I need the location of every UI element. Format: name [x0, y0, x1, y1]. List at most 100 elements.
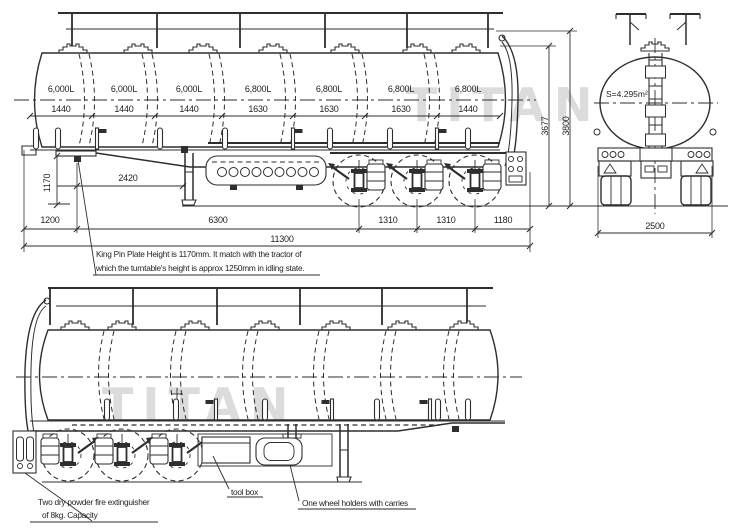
kingpin — [452, 426, 459, 432]
axle-3 — [149, 428, 208, 482]
rear-width-dim: 2500 — [594, 166, 716, 238]
dim-overall-height: 3800 — [561, 116, 571, 135]
handrail — [48, 287, 493, 325]
manhole-icon — [250, 320, 280, 331]
manhole-icon — [60, 320, 90, 331]
rear-splash-guard — [498, 34, 527, 186]
side-view: 6,000L 6,000L 6,000L 6,800L 6,800L 6,800… — [14, 12, 728, 276]
manhole-icon — [451, 43, 481, 54]
watermarks: TITAN TITAN — [102, 78, 601, 432]
dim-overall-width: 2500 — [645, 221, 664, 231]
extinguisher-note-line1: Two dry powder fire extinguisher — [38, 497, 150, 507]
compartment-capacity: 6,800L — [388, 84, 415, 94]
compartment-width: 1440 — [458, 104, 477, 114]
axle-1 — [40, 428, 99, 482]
compartment-labels: 6,000L 6,000L 6,000L 6,800L 6,800L 6,800… — [48, 84, 482, 114]
compartment-width: 1440 — [114, 104, 133, 114]
compartment-width: 1440 — [51, 104, 70, 114]
axle-1 — [328, 154, 386, 208]
air-bag — [424, 159, 444, 191]
compartment-capacity: 6,000L — [48, 84, 75, 94]
dim-kingpin-to-axle: 6300 — [208, 215, 227, 225]
axle-2 — [94, 428, 153, 482]
wheel-hub — [466, 159, 484, 193]
side-hose-box — [205, 155, 327, 190]
compartment-dividers — [78, 53, 440, 147]
toolbox-label: tool box — [231, 487, 259, 497]
landing-gear — [181, 146, 197, 206]
manhole-icon — [180, 320, 210, 331]
air-bag — [366, 159, 386, 191]
annotations: Two dry powder fire extinguisher of 8kg.… — [24, 455, 416, 523]
manhole-icon — [58, 43, 88, 54]
rear-suspension — [597, 147, 714, 206]
compartment-width: 1440 — [179, 104, 198, 114]
axle-group — [40, 428, 208, 482]
side-hook — [709, 128, 717, 136]
dim-tank-height: 3677 — [540, 116, 550, 135]
manhole-covers — [60, 320, 479, 331]
wheel-hub — [350, 159, 368, 193]
hose-box-holes — [217, 167, 319, 177]
spare-wheel-holder — [255, 437, 303, 466]
air-bag — [149, 433, 169, 465]
fire-extinguisher — [12, 430, 37, 474]
wheel-hub — [168, 433, 186, 467]
dim-axle-spacing-1: 1310 — [378, 215, 397, 225]
dim-overall-length: 11300 — [270, 234, 294, 244]
tank-body — [14, 52, 536, 148]
wheel-holder-label: One wheel holders with carries — [302, 498, 408, 508]
rear-ladder — [645, 53, 666, 148]
dim-kingpin-to-gear: 2420 — [118, 173, 137, 183]
axle-3 — [444, 154, 502, 208]
manhole-icon — [321, 320, 351, 331]
cross-section-label: S=4.295m² — [606, 89, 648, 99]
manhole-icon — [123, 43, 153, 54]
air-bag — [482, 159, 502, 191]
rear-view: S=4.295m² 2500 — [593, 13, 718, 238]
landing-gear — [336, 424, 352, 483]
extinguisher-note-line2: of 8kg. Capacity — [42, 510, 99, 520]
dim-rear-overhang: 1180 — [494, 215, 513, 225]
dim-axle-spacing-2: 1310 — [436, 215, 455, 225]
chassis — [30, 398, 505, 432]
side-hook — [593, 128, 601, 136]
kingpin-note-line2: which the turntable's height is approx 1… — [95, 263, 304, 273]
axle-2 — [386, 154, 444, 208]
manhole-icon — [449, 320, 479, 331]
compartment-capacity: 6,800L — [316, 84, 343, 94]
compartment-width: 1630 — [248, 104, 267, 114]
compartment-capacity: 6,800L — [245, 84, 272, 94]
dim-kingpin-height: 1170 — [42, 174, 52, 193]
manhole-icon — [107, 320, 137, 331]
dim-front-overhang: 1200 — [40, 215, 59, 225]
manhole-icon — [387, 320, 417, 331]
rear-handrail — [615, 13, 701, 45]
compartment-width: 1630 — [391, 104, 410, 114]
tank-feet — [32, 127, 472, 150]
manhole-covers — [58, 43, 481, 54]
air-bag — [94, 433, 114, 465]
handrail — [58, 12, 503, 48]
wheel-hub — [408, 159, 426, 193]
wheel-hub — [59, 433, 77, 467]
equipment-skirt — [197, 424, 333, 467]
watermark-bottom: TITAN — [102, 378, 297, 432]
dimensions: 1170 2420 1200 6300 1310 1310 1180 1130 — [20, 27, 577, 252]
manhole-icon — [258, 43, 288, 54]
compartment-capacity: 6,800L — [455, 84, 482, 94]
kingpin-note-line1: King Pin Plate Height is 1170mm. It matc… — [96, 249, 302, 259]
tank-feet — [103, 398, 472, 421]
manhole-icon — [330, 43, 360, 54]
toolbox — [201, 436, 251, 464]
side-view-opposite: Two dry powder fire extinguisher of 8kg.… — [12, 287, 522, 523]
kingpin-annotation: King Pin Plate Height is 1170mm. It matc… — [77, 159, 320, 276]
watermark-top: TITAN — [406, 78, 601, 132]
compartment-capacity: 6,000L — [111, 84, 138, 94]
kingpin — [74, 156, 81, 162]
rear-splash-guard — [24, 297, 51, 445]
air-bag — [40, 433, 60, 465]
compartment-width: 1630 — [319, 104, 338, 114]
